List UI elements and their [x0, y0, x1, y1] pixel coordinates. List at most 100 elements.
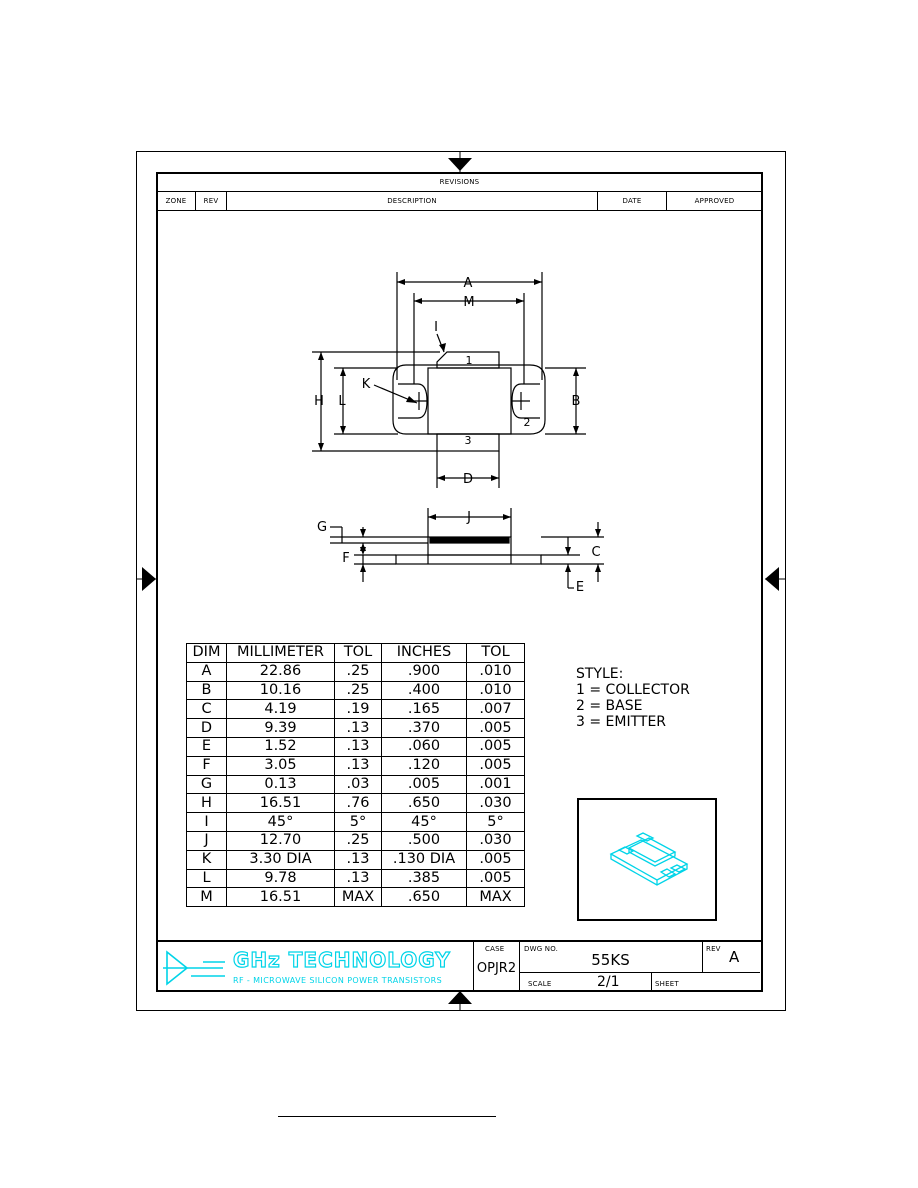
dim-label-a: A: [464, 276, 473, 291]
side-view-drawing: J G F C E: [317, 508, 604, 595]
table-cell: 3.05: [226, 755, 335, 776]
dim-label-e: E: [576, 580, 584, 595]
isometric-view-box: [577, 798, 717, 921]
table-cell: .130 DIA: [381, 849, 467, 870]
table-header: TOL: [334, 643, 382, 663]
table-cell: 3.30 DIA: [226, 849, 335, 870]
table-cell: 16.51: [226, 793, 335, 814]
table-cell: .13: [334, 849, 382, 870]
table-cell: L: [186, 868, 227, 889]
ghz-logo-icon: [163, 950, 225, 986]
table-cell: 9.78: [226, 868, 335, 889]
style-item-collector: 1 = COLLECTOR: [576, 682, 690, 698]
table-cell: .005: [381, 774, 467, 795]
table-cell: E: [186, 736, 227, 757]
dim-label-j: J: [466, 510, 471, 525]
table-cell: 0.13: [226, 774, 335, 795]
table-cell: .400: [381, 680, 467, 701]
table-cell: .385: [381, 868, 467, 889]
footer-rule: [278, 1116, 496, 1117]
table-cell: .005: [466, 755, 525, 776]
table-cell: H: [186, 793, 227, 814]
revisions-col-zone: ZONE: [157, 192, 196, 211]
table-cell: K: [186, 849, 227, 870]
table-header: MILLIMETER: [226, 643, 335, 663]
revisions-col-rev: REV: [196, 192, 227, 211]
revisions-title: REVISIONS: [157, 173, 762, 192]
table-cell: .13: [334, 755, 382, 776]
case-label: CASE: [485, 945, 505, 953]
table-cell: C: [186, 699, 227, 720]
revisions-col-description: DESCRIPTION: [227, 192, 598, 211]
table-cell: .900: [381, 661, 467, 682]
sheet-label: SHEET: [655, 980, 679, 988]
rev-label: REV: [706, 945, 721, 953]
dim-label-d: D: [463, 472, 473, 487]
table-cell: 4.19: [226, 699, 335, 720]
table-cell: I: [186, 812, 227, 832]
revisions-block: REVISIONS ZONE REV DESCRIPTION DATE APPR…: [157, 173, 762, 211]
table-cell: 22.86: [226, 661, 335, 682]
table-cell: 10.16: [226, 680, 335, 701]
table-cell: .060: [381, 736, 467, 757]
table-cell: .010: [466, 661, 525, 682]
revisions-col-approved: APPROVED: [667, 192, 762, 211]
table-cell: MAX: [466, 887, 525, 908]
isometric-package-icon: [609, 832, 689, 886]
scale-label: SCALE: [528, 980, 552, 988]
table-cell: .030: [466, 830, 525, 851]
table-cell: 16.51: [226, 887, 335, 908]
table-cell: .19: [334, 699, 382, 720]
company-tagline: RF - MICROWAVE SILICON POWER TRANSISTORS: [233, 976, 443, 985]
table-header: INCHES: [381, 643, 467, 663]
table-cell: .25: [334, 680, 382, 701]
table-cell: F: [186, 755, 227, 776]
table-header-row: DIM MILLIMETER TOL INCHES TOL: [186, 643, 525, 663]
table-cell: .165: [381, 699, 467, 720]
table-cell: A: [186, 661, 227, 682]
pin-label-1: 1: [466, 354, 473, 367]
table-cell: .25: [334, 830, 382, 851]
title-block: GHz TECHNOLOGY RF - MICROWAVE SILICON PO…: [157, 940, 762, 991]
table-header: DIM: [186, 643, 227, 663]
table-cell: .370: [381, 718, 467, 738]
table-cell: .13: [334, 718, 382, 738]
table-cell: D: [186, 718, 227, 738]
table-cell: B: [186, 680, 227, 701]
dwg-no-label: DWG NO.: [524, 945, 559, 953]
table-cell: .030: [466, 793, 525, 814]
table-cell: .03: [334, 774, 382, 795]
dim-label-l: L: [338, 394, 346, 409]
pin-label-2: 2: [524, 416, 531, 429]
table-cell: .650: [381, 887, 467, 908]
table-cell: .010: [466, 680, 525, 701]
table-cell: .005: [466, 849, 525, 870]
table-cell: 45°: [381, 812, 467, 832]
table-cell: .13: [334, 736, 382, 757]
dim-label-g: G: [317, 520, 327, 535]
table-cell: .76: [334, 793, 382, 814]
table-cell: MAX: [334, 887, 382, 908]
table-cell: .120: [381, 755, 467, 776]
style-title: STYLE:: [576, 666, 624, 682]
drawing-frame: [156, 172, 763, 992]
table-cell: 5°: [334, 812, 382, 832]
table-cell: 1.52: [226, 736, 335, 757]
dim-label-c: C: [591, 545, 600, 560]
table-cell: .25: [334, 661, 382, 682]
table-cell: .005: [466, 868, 525, 889]
table-cell: .007: [466, 699, 525, 720]
table-cell: 45°: [226, 812, 335, 832]
